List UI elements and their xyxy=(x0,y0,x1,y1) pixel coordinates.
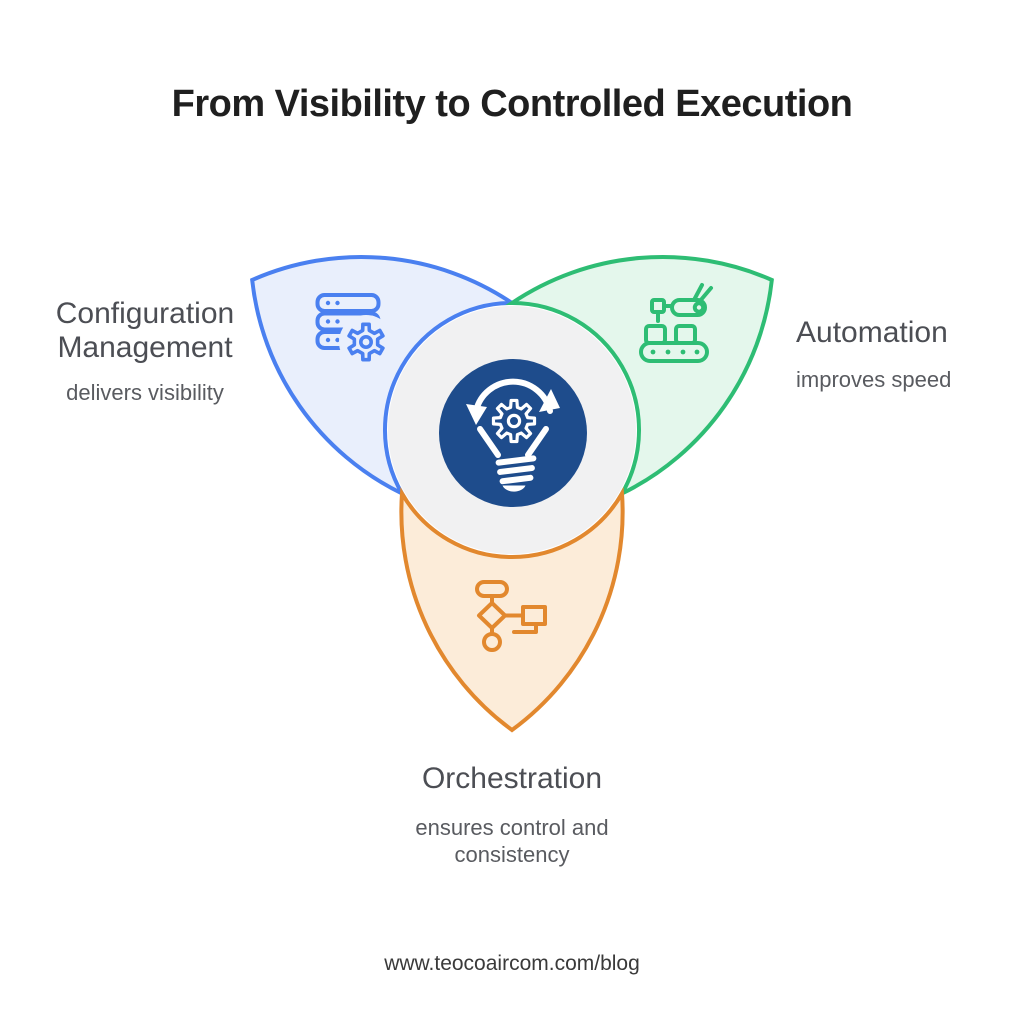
server-leds xyxy=(325,300,340,343)
arm-joint xyxy=(692,301,706,314)
gear-hub xyxy=(506,413,522,429)
flowchart-icon xyxy=(475,580,547,652)
configuration-sublabel: delivers visibility xyxy=(66,380,224,405)
conveyor-rollers xyxy=(650,349,700,355)
cycle-arc xyxy=(473,378,553,414)
bulb-neck-left xyxy=(477,426,501,458)
claw-right xyxy=(698,286,713,303)
center-badge xyxy=(439,359,587,507)
flow-return xyxy=(512,622,538,634)
server-gear-icon xyxy=(315,293,393,369)
orchestration-sublabel: ensures control and consistency xyxy=(415,815,609,867)
footer-url: www.teocoaircom.com/blog xyxy=(384,952,640,975)
gear-hub xyxy=(358,334,373,349)
claw-left xyxy=(692,283,704,302)
conveyor-belt xyxy=(639,341,709,363)
arrow-up xyxy=(539,389,560,412)
orchestration-label: Orchestration xyxy=(421,762,603,795)
configuration-label: Configuration Management xyxy=(55,297,235,364)
automation-label: Automation xyxy=(796,316,948,349)
flow-end xyxy=(482,632,502,652)
lightbulb-gear-icon xyxy=(466,378,560,492)
server-row xyxy=(315,293,381,313)
gear xyxy=(347,322,385,362)
robot-conveyor-icon xyxy=(639,283,713,363)
bulb-base xyxy=(495,455,537,492)
page-title: From Visibility to Controlled Execution xyxy=(171,83,853,125)
arrow-down xyxy=(466,404,487,425)
automation-sublabel: improves speed xyxy=(796,367,952,392)
bulb-neck-right xyxy=(525,426,549,458)
